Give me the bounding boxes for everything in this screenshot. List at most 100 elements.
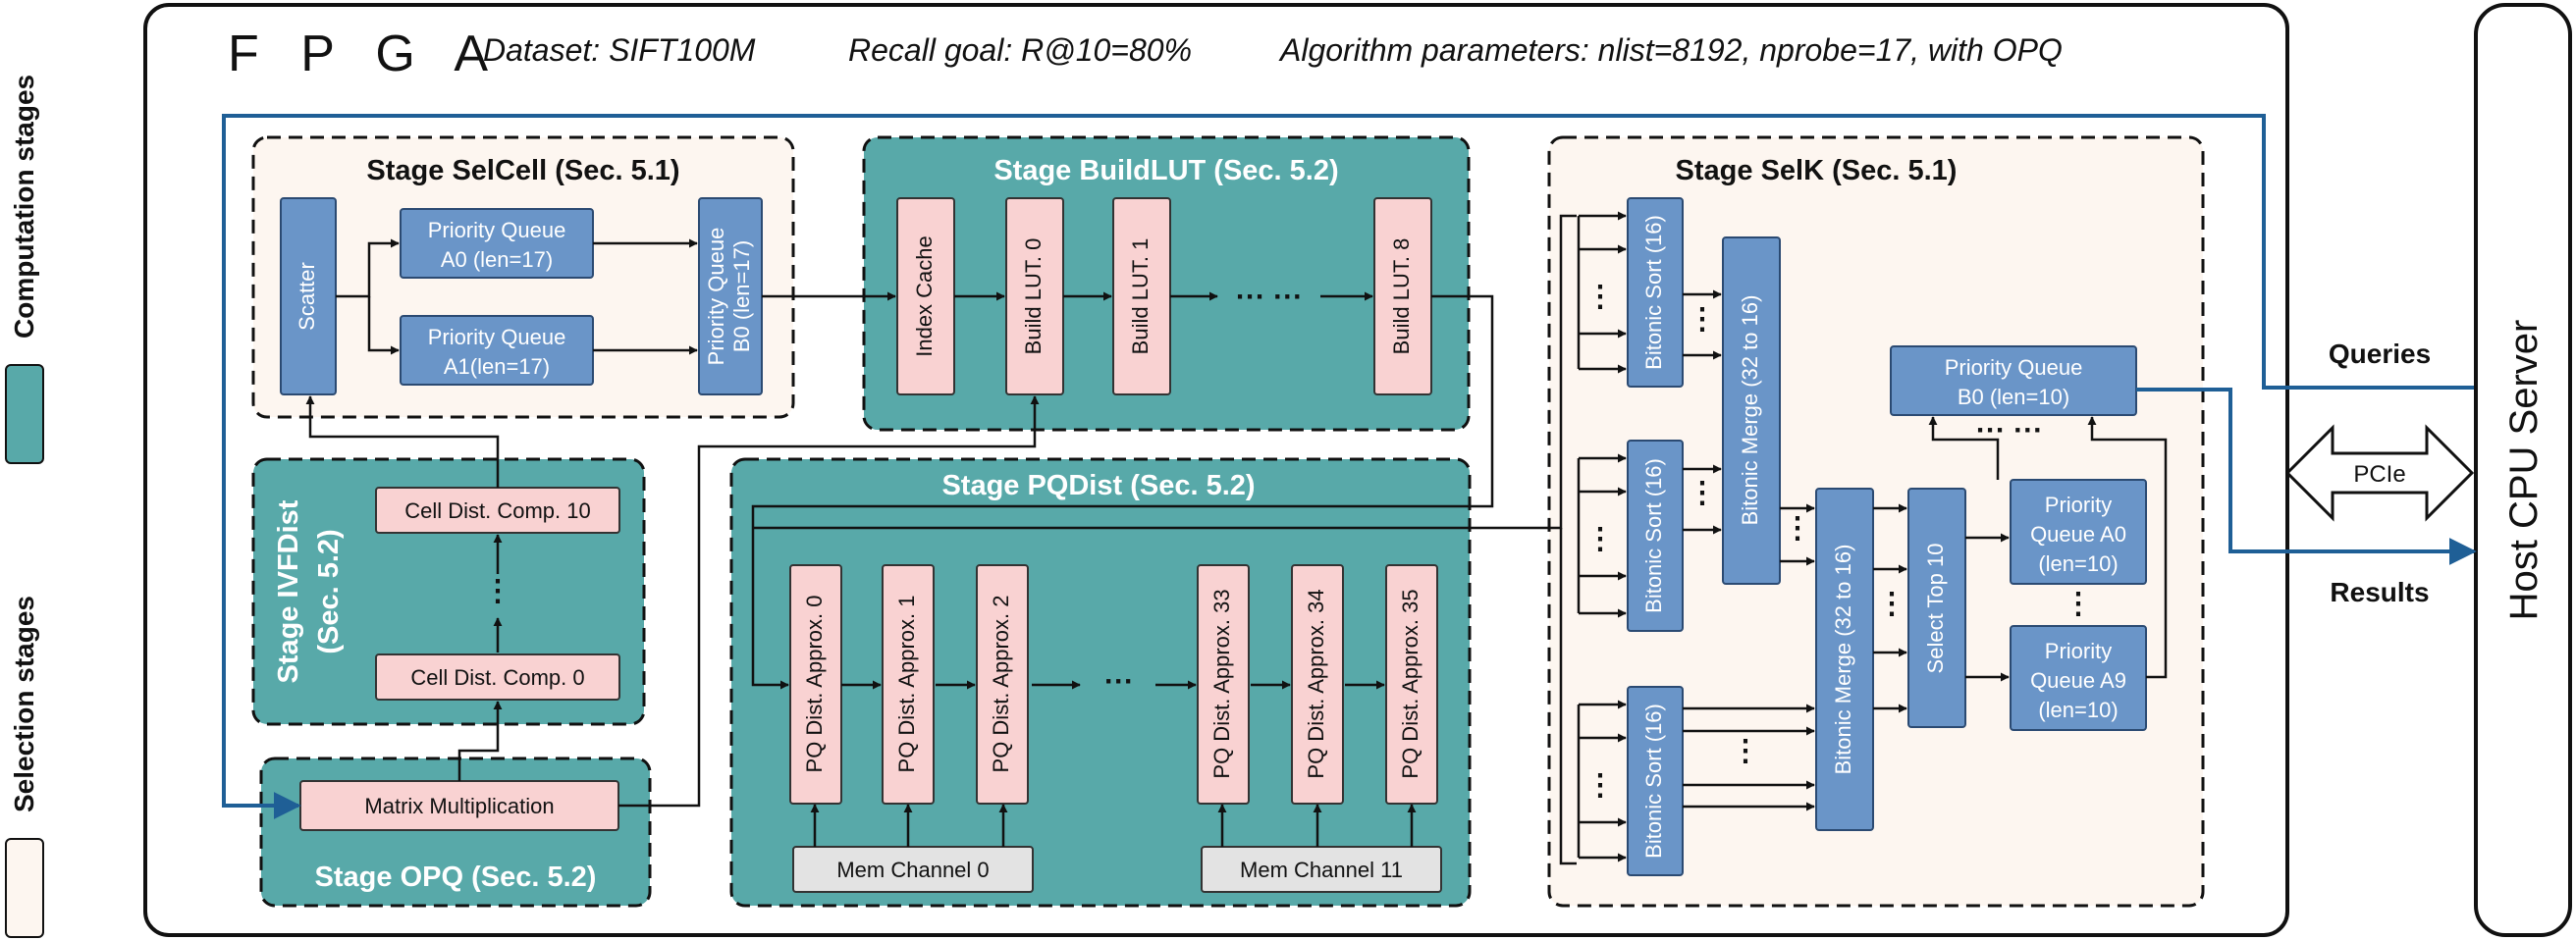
build-lut-8-label: Build LUT. 8 [1389,238,1414,355]
select-top-10-label: Select Top 10 [1923,544,1948,674]
selk-pq-a9-line3: (len=10) [2038,698,2118,722]
selk-pq-a0-line3: (len=10) [2038,551,2118,576]
selk-merge1-in-dots-top: ⋮ [1688,303,1717,336]
bitonic-sort-0-label: Bitonic Sort (16) [1641,215,1666,370]
recall-label: Recall goal: R@10=80% [848,32,1192,68]
queries-label: Queries [2329,339,2431,369]
matrix-multiplication-label: Matrix Multiplication [364,794,554,818]
results-label: Results [2330,577,2429,607]
pqdist-arrows [751,294,1494,847]
stage-opq-title: Stage OPQ (Sec. 5.2) [315,862,597,893]
host-io: Queries Results PCIe [222,114,2477,819]
stage-buildlut: Stage BuildLUT (Sec. 5.2) Index Cache Bu… [762,135,1471,432]
ivfdist-dots: ⋮ [483,575,512,607]
results-path [2136,388,2477,565]
pq-b0-line2: B0 (len=17) [729,240,754,352]
pq-dist-approx-5-box [1385,564,1438,805]
pq-dist-approx-3-box [1197,564,1250,805]
mem-channel-11-label: Mem Channel 11 [1240,858,1403,882]
bitonic-sort-2-box [1627,686,1684,876]
selk-pq-a0-box [2010,479,2147,585]
legend-selection-label: Selection stages [9,596,39,812]
params-label: Algorithm parameters: nlist=8192, nprobe… [1278,32,2063,68]
selk-pq-a9-line1: Priority [2045,639,2112,663]
fpga-title: F P G A [228,26,502,82]
bitonic-sort-2-label: Bitonic Sort (16) [1641,704,1666,859]
selk-merge1-in-dots-bottom: ⋮ [1688,477,1717,509]
pq-b0-line1: Priority Queue [704,228,728,366]
build-lut-0-label: Build LUT. 0 [1021,238,1046,355]
bitonic-merge-2-label: Bitonic Merge (32 to 16) [1831,545,1855,775]
selk-topsel-in-dots: ⋮ [1877,588,1906,620]
bitonic-sort-2-dots: ⋮ [1585,769,1615,802]
build-lut-1-label: Build LUT. 1 [1128,238,1153,355]
pq-a0-line1: Priority Queue [428,218,566,242]
stage-selcell: Stage SelCell (Sec. 5.1) Scatter Priorit… [251,135,795,419]
pqdist-dots: ··· [1104,665,1134,698]
pq-dist-approx-1-box [882,564,935,805]
bitonic-merge-1-label: Bitonic Merge (32 to 16) [1738,295,1762,526]
stage-ivfdist-title-line2: (Sec. 5.2) [313,529,345,653]
selk-b0-dots: ··· ··· [1976,414,2043,446]
cell-dist-comp-10-label: Cell Dist. Comp. 10 [404,498,591,523]
legend-computation-label: Computation stages [9,75,39,339]
pq-a1-line2: A1(len=17) [444,354,550,379]
mem-channel-0-box [792,846,1034,893]
bitonic-merge-2-box [1815,488,1874,831]
buildlut-dots: ··· ··· [1236,281,1303,313]
selk-feed-bus-top [1547,214,1577,530]
queries-path [222,114,2474,819]
pq-dist-approx-4-label: PQ Dist. Approx. 34 [1304,589,1328,778]
legend-computation-swatch [5,364,44,464]
stage-ivfdist: Stage IVFDist (Sec. 5.2) Cell Dist. Comp… [251,395,646,726]
mem-channel-11-box [1201,846,1442,893]
selk-sort-group: Bitonic Sort (16) ⋮ Bitonic Sort (16) ⋮ Bito… [1547,197,1684,876]
selk-pq-a9-line2: Queue A9 [2030,668,2126,693]
pq-dist-approx-2-box [976,564,1029,805]
cell-dist-comp-0-box [375,653,620,701]
pcie-arrow [2284,424,2475,522]
pq-dist-approx-4-box [1291,564,1344,805]
mem-channel-0-label: Mem Channel 0 [836,858,989,882]
ivfdist-arrows [305,395,503,653]
stage-pqdist-title: Stage PQDist (Sec. 5.2) [941,470,1255,501]
selk-merge2-in-dots-top: ⋮ [1783,512,1812,545]
host-label: Host CPU Server [2502,320,2546,621]
selk-pq-b0-box [1890,345,2137,416]
stage-opq: Matrix Multiplication Stage OPQ (Sec. 5.… [259,395,1040,908]
pq-dist-approx-3-label: PQ Dist. Approx. 33 [1209,589,1234,778]
pq-a0-line2: A0 (len=17) [441,247,553,272]
bitonic-merge-1-box [1722,236,1781,585]
selk-pq-b0-line1: Priority Queue [1945,355,2083,380]
host-cpu-server [2474,3,2572,937]
bitonic-sort-1-dots: ⋮ [1585,523,1615,555]
pcie-label: PCIe [2353,461,2405,488]
pq-a1-line1: Priority Queue [428,325,566,349]
pq-dist-approx-2-label: PQ Dist. Approx. 2 [989,596,1013,773]
bitonic-sort-1-box [1627,440,1684,632]
index-cache-label: Index Cache [912,235,937,357]
legend-selection-swatch [5,838,44,938]
scatter-label: Scatter [295,262,319,331]
stage-selk-title: Stage SelK (Sec. 5.1) [1676,155,1958,186]
pq-dist-approx-1-label: PQ Dist. Approx. 1 [894,596,919,773]
bitonic-sort-0-box [1627,197,1684,388]
selk-merge2-in-dots-bottom: ⋮ [1731,735,1760,767]
stage-buildlut-title: Stage BuildLUT (Sec. 5.2) [993,155,1338,186]
selk-pq-b0-line2: B0 (len=10) [1958,385,2069,409]
selk-arrows [1683,289,2168,811]
stage-selk: Stage SelK (Sec. 5.1) Bitonic Sort (16) ⋮… [753,135,2205,908]
opq-arrows [457,395,1040,808]
selk-pq-a0-line2: Queue A0 [2030,522,2126,547]
bitonic-sort-1-label: Bitonic Sort (16) [1641,458,1666,613]
select-top-10-box [1907,488,1966,728]
selcell-arrows [336,238,698,355]
stage-pqdist: Stage PQDist (Sec. 5.2) PQ Dist. Approx.… [729,294,1494,908]
bitonic-sort-0-dots: ⋮ [1585,281,1615,313]
selk-pq-vdots: ⋮ [2064,588,2093,620]
legend: Computation stages Selection stages [5,75,44,938]
stage-selcell-title: Stage SelCell (Sec. 5.1) [366,155,679,186]
selk-feed-bus-bottom [1559,528,1577,865]
